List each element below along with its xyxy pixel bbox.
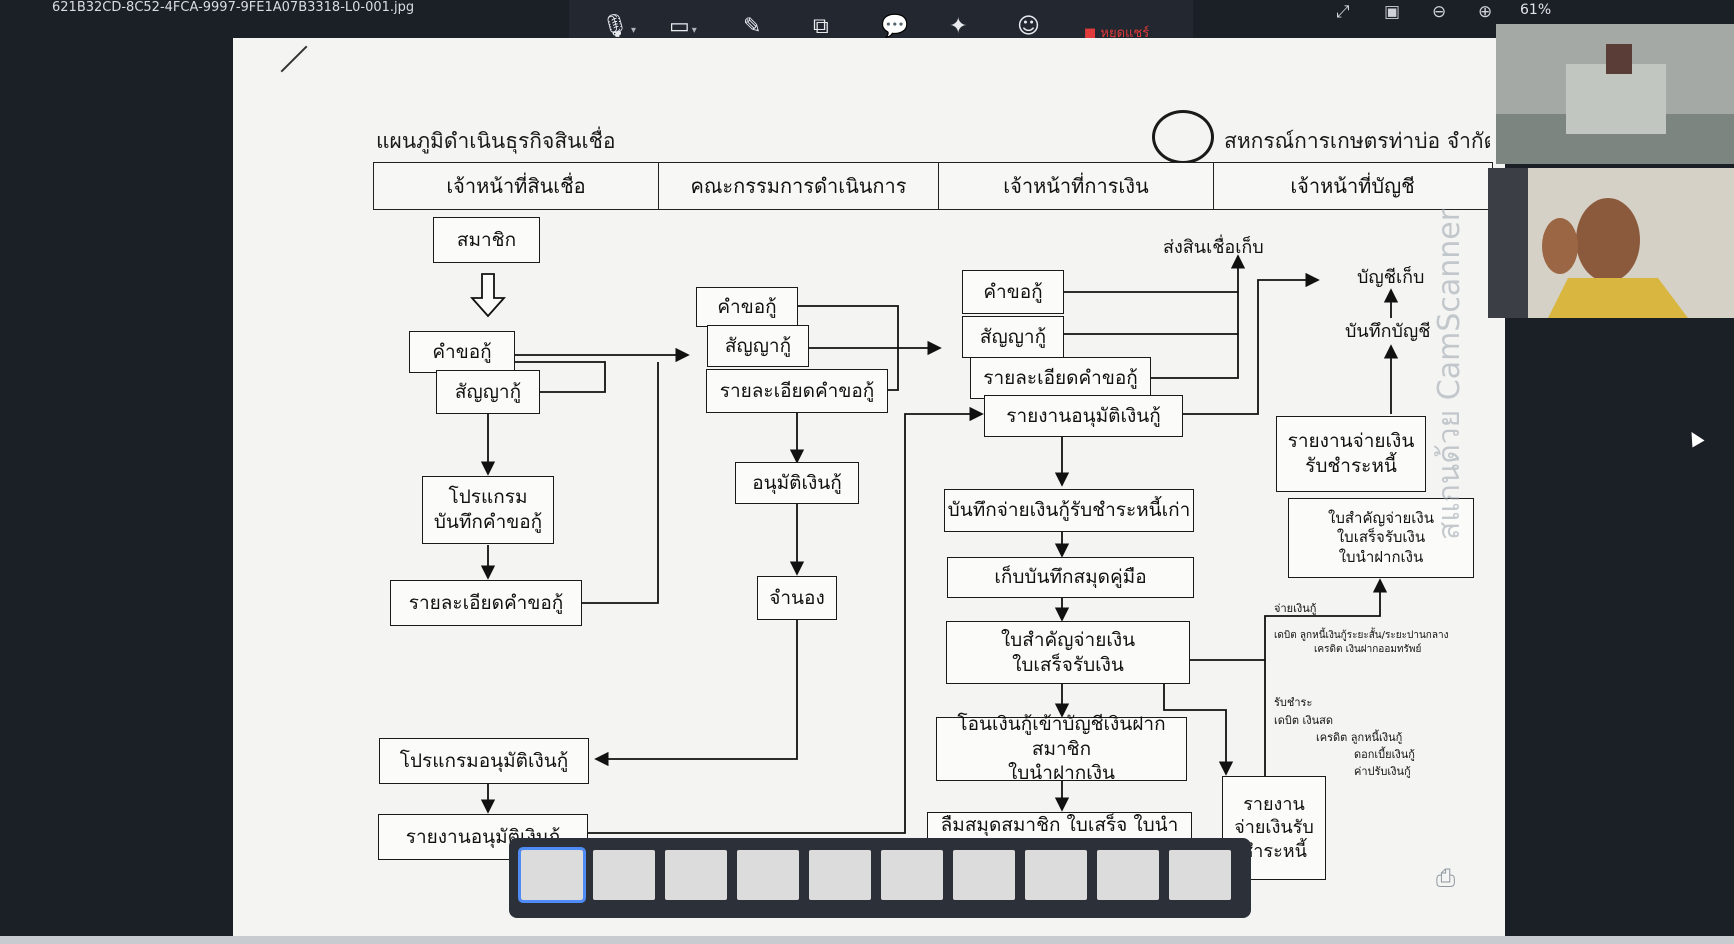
report-line-3: ชำระหนี้ (1241, 840, 1307, 862)
document-title: แผนภูมิดำเนินธุรกิจสินเชื่อ (376, 129, 616, 153)
slide-thumbnail[interactable] (593, 850, 655, 900)
mic-icon[interactable]: 🎙▾ (601, 14, 636, 39)
committee-request-detail-box: รายละเอียดคำขอกู้ (706, 369, 888, 413)
zoom-out-icon[interactable]: ⊖ (1432, 2, 1447, 22)
credit-request-detail-box: รายละเอียดคำขอกู้ (390, 580, 582, 626)
program-line-2: บันทึกคำขอกู้ (433, 511, 543, 533)
slide-thumbnail[interactable] (1025, 850, 1087, 900)
slide-thumbnail[interactable] (518, 847, 586, 903)
bottom-bar (0, 936, 1734, 944)
camera-icon[interactable]: ▭▾ (669, 14, 697, 39)
camscanner-logo-icon: ⎙ (1436, 864, 1456, 892)
docs-line-2: ใบเสร็จรับเงิน (1336, 528, 1426, 547)
account-record-label: บันทึกบัญชี (1345, 321, 1431, 342)
note-credit-1: เครดิต เงินฝากออมทรัพย์ (1314, 644, 1422, 655)
pay-report-box: รายงานจ่ายเงิน รับชำระหนี้ (1276, 416, 1426, 492)
voucher-line-1: ใบสำคัญจ่ายเงิน (1000, 628, 1136, 651)
role-header-row: เจ้าหน้าที่สินเชื่อ คณะกรรมการดำเนินการ … (373, 162, 1493, 210)
docs-line-3: ใบนำฝากเงิน (1338, 547, 1424, 566)
participant-video-room[interactable] (1496, 24, 1734, 164)
report-line-1: รายงาน (1243, 793, 1305, 815)
transfer-line-2: ใบนำฝากเงิน (1007, 762, 1116, 785)
share-screen-icon[interactable]: ⧉ (813, 14, 829, 39)
note-debit-1: เดบิต ลูกหนี้เงินกู้ระยะสั้น/ระยะปานกลาง (1274, 630, 1449, 641)
pay-report-line-2: รับชำระหนี้ (1305, 455, 1397, 477)
loan-request-program-box: โปรแกรม บันทึกคำขอกู้ (422, 476, 554, 544)
zoom-level: 61% (1520, 2, 1552, 18)
slide-thumbnail[interactable] (809, 850, 871, 900)
member-book-box: ลืมสมุดสมาชิก ใบเสร็จ ใบนำฝาก (927, 812, 1192, 842)
committee-loan-request-box: คำขอกู้ (696, 287, 798, 327)
voucher-line-2: ใบเสร็จรับเงิน (1012, 653, 1124, 676)
note-credit-2: เครดิต ลูกหนี้เงินกู้ (1316, 731, 1403, 744)
participant-video-speaker[interactable] (1488, 168, 1734, 318)
approve-program-box: โปรแกรมอนุมัติเงินกู้ (379, 738, 589, 784)
mortgage-box: จำนอง (757, 576, 837, 620)
stop-share-label: หยุดแชร์ (1100, 26, 1150, 41)
transfer-deposit-box: โอนเงินกู้เข้าบัญชีเงินฝากสมาชิก ใบนำฝาก… (936, 713, 1187, 784)
docs-line-1: ใบสำคัญจ่ายเงิน (1328, 508, 1434, 527)
finance-loan-contract-box: สัญญากู้ (962, 316, 1064, 358)
member-box: สมาชิก (433, 217, 540, 263)
slide-thumbnail[interactable] (1169, 850, 1231, 900)
finance-voucher-box: ใบสำคัญจ่ายเงิน ใบเสร็จรับเงิน (946, 621, 1190, 684)
slide-thumbnail[interactable] (737, 850, 799, 900)
header-committee: คณะกรรมการดำเนินการ (659, 163, 939, 209)
transfer-line-1: โอนเงินกู้เข้าบัญชีเงินฝากสมาชิก (957, 712, 1166, 760)
header-accounting-officer: เจ้าหน้าที่บัญชี (1290, 174, 1415, 198)
finance-loan-request-box: คำขอกู้ (962, 270, 1064, 314)
camscanner-watermark: สแกนด้วย CamScanner (1432, 208, 1467, 540)
emoji-icon[interactable]: ☺ (1017, 14, 1040, 39)
zoom-in-icon[interactable]: ⊕ (1478, 2, 1493, 22)
sparkle-icon[interactable]: ✦ (949, 14, 968, 39)
slide-thumbnail[interactable] (881, 850, 943, 900)
finance-request-detail-box: รายละเอียดคำขอกู้ (970, 357, 1151, 399)
note-interest: ดอกเบี้ยเงินกู้ (1354, 748, 1415, 761)
note-debit-2: เดบิต เงินสด (1274, 714, 1334, 727)
header-finance-officer: เจ้าหน้าที่การเงิน (939, 163, 1214, 209)
slide-filmstrip (509, 838, 1251, 918)
keep-manual-box: เก็บบันทึกสมุดคู่มือ (947, 557, 1194, 598)
pen-icon[interactable]: ✎ (743, 14, 762, 39)
slide-thumbnail[interactable] (953, 850, 1015, 900)
note-pay-loan: จ่ายเงินกู้ (1274, 602, 1317, 615)
pay-report-line-1: รายงานจ่ายเงิน (1287, 430, 1415, 453)
credit-loan-request-box: คำขอกู้ (409, 331, 515, 373)
accounting-docs-box: ใบสำคัญจ่ายเงิน ใบเสร็จรับเงิน ใบนำฝากเง… (1288, 498, 1474, 578)
expand-icon[interactable]: ⤢ (1336, 2, 1350, 22)
account-keep-label: บัญชีเก็บ (1357, 267, 1425, 288)
chat-icon[interactable]: 💬 (881, 14, 909, 39)
finance-approve-report-box: รายงานอนุมัติเงินกู้ (984, 395, 1183, 437)
fit-icon[interactable]: ▣ (1384, 2, 1401, 22)
stop-share-button[interactable]: ■ หยุดแชร์ (1084, 26, 1150, 41)
report-line-2: จ่ายเงินรับ (1234, 817, 1314, 839)
note-receive: รับชำระ (1274, 696, 1313, 709)
credit-loan-contract-box: สัญญากู้ (436, 370, 540, 414)
note-fine: ค่าปรับเงินกู้ (1354, 765, 1411, 778)
header-credit-officer: เจ้าหน้าที่สินเชื่อ (374, 163, 659, 209)
org-name: สหกรณ์การเกษตรท่าบ่อ จำกัด (1224, 129, 1490, 153)
record-payment-box: บันทึกจ่ายเงินกู้รับชำระหนี้เก่า (944, 489, 1194, 532)
approve-loan-box: อนุมัติเงินกู้ (735, 462, 859, 504)
committee-loan-contract-box: สัญญากู้ (707, 325, 809, 367)
file-name: 621B32CD-8C52-4FCA-9997-9FE1A07B3318-L0-… (52, 0, 415, 15)
top-bar: 621B32CD-8C52-4FCA-9997-9FE1A07B3318-L0-… (0, 0, 1734, 22)
program-line-1: โปรแกรม (448, 486, 528, 509)
slide-thumbnail[interactable] (1097, 850, 1159, 900)
send-credit-label: ส่งสินเชื่อเก็บ (1163, 237, 1264, 258)
slide-thumbnail[interactable] (665, 850, 727, 900)
